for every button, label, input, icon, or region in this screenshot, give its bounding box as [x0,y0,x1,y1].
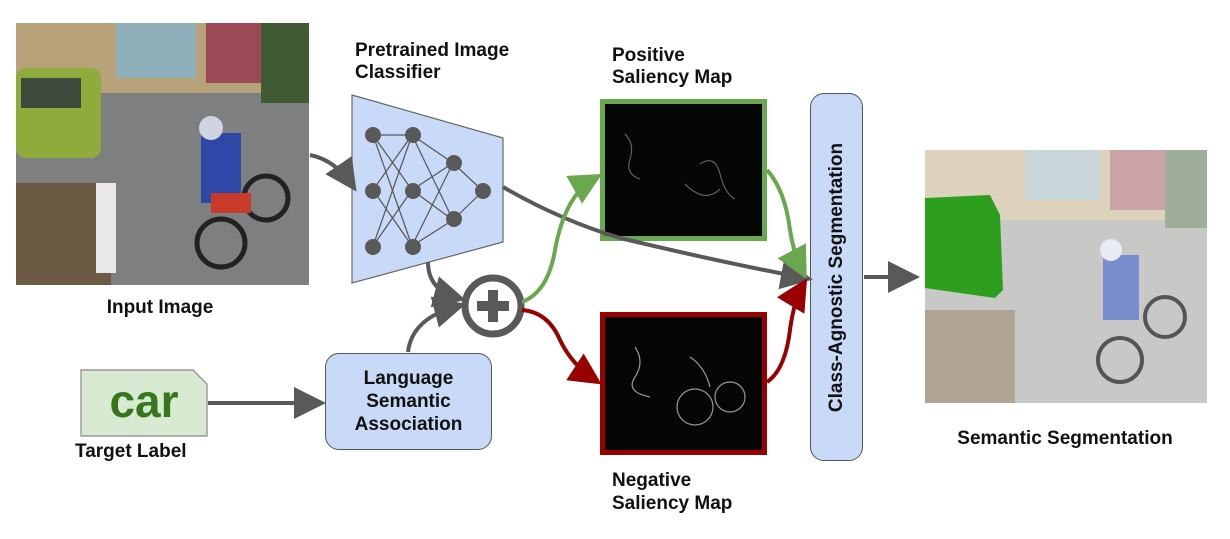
input-image [16,23,309,285]
target-word: car [109,375,179,427]
negative-map-title-line1: Negative [612,470,692,491]
classifier-title-line2: Classifier [355,62,441,83]
language-semantic-association-box: Language Semantic Association [325,353,492,450]
class-agnostic-segmentation-box: Class-Agnostic Segmentation [810,93,863,461]
language-line3: Association [354,414,463,435]
positive-map-title-line1: Positive [612,45,685,66]
target-label-tag: car [80,369,208,437]
positive-saliency-texture [624,133,736,200]
negative-saliency-map [600,312,767,455]
positive-map-title-line2: Saliency Map [612,67,733,88]
arrow-combiner-to-positive [521,174,602,304]
arrow-image-to-classifier [309,153,357,192]
input-image-label: Input Image [106,297,214,318]
negative-saliency-texture [631,346,746,426]
target-label-caption: Target Label [75,441,187,462]
arrow-combiner-to-negative [521,308,602,385]
arrow-positive-to-segmentation [765,168,807,280]
classifier-title-line1: Pretrained Image [355,40,510,61]
positive-saliency-map [600,99,767,241]
arrow-classifier-to-segmentation [501,185,813,290]
output-photo-scene [925,150,1207,403]
input-photo-scene [16,23,309,285]
language-line2: Semantic [366,391,451,412]
arrow-negative-to-segmentation [765,278,808,384]
language-line1: Language [363,368,454,389]
neural-network-icon [351,94,504,284]
output-segmentation-image [925,150,1207,403]
plus-circle-icon [461,274,525,338]
arrow-language-to-combiner [406,296,466,353]
semantic-segmentation-label: Semantic Segmentation [957,428,1173,449]
tag-shape [80,369,208,437]
negative-map-title-line2: Saliency Map [612,493,733,514]
arrow-classifier-to-combiner [426,261,466,308]
